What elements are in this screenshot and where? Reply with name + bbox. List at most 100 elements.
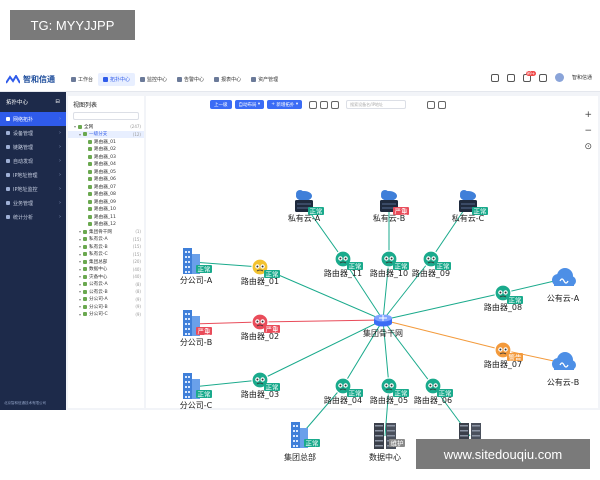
tree-row[interactable]: ▾数据中心(40) [68,266,144,274]
sidebar-item[interactable]: 网络拓扑› [0,112,66,126]
expand-icon[interactable]: ▾ [79,281,82,287]
tree-row[interactable]: ▾灾备中心(40) [68,273,144,281]
settings-icon[interactable] [427,100,436,109]
nav-tab[interactable]: 拓扑中心 [98,73,136,86]
tree-row[interactable]: 路由器_01 [68,138,144,146]
help-icon[interactable] [506,73,515,82]
link-line[interactable] [342,319,384,387]
sidebar-item[interactable]: 设备管理› [0,126,66,140]
tree-row[interactable]: 路由器_08 [68,191,144,199]
link-line[interactable] [191,379,261,388]
link-line[interactable] [382,319,390,387]
expand-icon[interactable]: ▾ [79,259,82,265]
expand-icon[interactable]: ▾ [79,274,82,280]
tree-row[interactable]: 路由器_10 [68,206,144,214]
fullscreen-icon[interactable] [438,100,447,109]
expand-icon[interactable]: ▾ [79,251,82,257]
expand-icon[interactable]: ▾ [74,124,77,130]
expand-icon[interactable]: ▾ [79,236,82,242]
tree-row[interactable]: ▾私有云-B(15) [68,243,144,251]
link-line[interactable] [382,319,434,387]
tree-row[interactable]: 路由器_02 [68,146,144,154]
sidebar-item[interactable]: 链路管理› [0,140,66,154]
expand-icon[interactable]: ▾ [79,289,82,295]
device-search-input[interactable]: 搜索设备名/IP地址 [346,100,407,109]
nav-tab[interactable]: 报表中心 [209,73,246,86]
zoom-reset-icon[interactable]: ⊙ [584,142,592,152]
zoom-out-icon[interactable]: − [584,126,592,136]
back-button[interactable]: 上一级 [210,100,232,109]
tree-row[interactable]: 路由器_07 [68,183,144,191]
topo-node-gb[interactable]: 公有云-B [547,352,579,387]
nav-tab[interactable]: 资产管理 [246,73,283,86]
refresh-icon[interactable] [309,100,318,109]
sidebar-item[interactable]: IP地址监控› [0,182,66,196]
link-line[interactable] [430,203,469,260]
tree-row[interactable]: 路由器_11 [68,213,144,221]
avatar[interactable] [554,73,564,82]
tree-row[interactable]: 路由器_05 [68,168,144,176]
sidebar-item[interactable]: 自动发现› [0,154,66,168]
link-line[interactable] [259,319,384,381]
nav-tab[interactable]: 告警中心 [172,73,209,86]
link-line[interactable] [191,261,261,268]
link-line[interactable] [259,319,384,323]
username[interactable]: 智和信通 [571,75,592,81]
tree-row[interactable]: ▾私有云-C(15) [68,251,144,259]
tree-row[interactable]: ▾分公司-A(9) [68,296,144,304]
tree-row[interactable]: ▾公有云-A(8) [68,281,144,289]
topo-node-ga[interactable]: 公有云-A [547,268,580,303]
tree-search-input[interactable] [73,112,139,120]
expand-icon[interactable]: ▾ [79,296,82,302]
expand-icon[interactable]: ▾ [79,131,82,137]
tree-row[interactable]: ▾一级分支(12) [68,130,144,138]
link-line[interactable] [259,266,384,321]
topo-node-core[interactable]: 集团骨干网 [363,314,403,339]
tree-row[interactable]: 路由器_04 [68,161,144,169]
nav-tab[interactable]: 监控中心 [135,73,172,86]
expand-icon[interactable]: ▾ [79,304,82,310]
export-icon[interactable] [331,100,340,109]
collapse-icon[interactable]: ⊟ [55,99,60,105]
link-line[interactable] [382,319,504,351]
tree-row[interactable]: ▾全网(247) [68,123,144,131]
tree-row[interactable]: ▾集团总部(20) [68,258,144,266]
lock-icon[interactable] [538,73,547,82]
save-icon[interactable] [320,100,329,109]
sidebar-item[interactable]: IP地址管理› [0,168,66,182]
link-line[interactable] [191,321,261,325]
sidebar-item[interactable]: 统计分析› [0,210,66,224]
link-line[interactable] [299,385,344,437]
expand-icon[interactable]: ▾ [79,266,82,272]
tree-row[interactable]: ▾集团骨干网(1) [68,228,144,236]
expand-icon[interactable]: ▾ [79,244,82,250]
nav-tab[interactable]: 工作台 [66,73,98,86]
zoom-in-icon[interactable]: + [584,110,592,120]
link-line[interactable] [382,258,390,321]
tree-row[interactable]: 路由器_03 [68,153,144,161]
tree-row[interactable]: 路由器_09 [68,198,144,206]
tree-row[interactable]: 路由器_12 [68,221,144,229]
tree-row[interactable]: 路由器_06 [68,176,144,184]
bell-icon[interactable]: 99+ [522,70,536,82]
link-line[interactable] [382,258,432,321]
link-line[interactable] [382,292,504,321]
tree-row[interactable]: ▾私有云-A(15) [68,236,144,244]
layout-button[interactable]: 自动布局 ▾ [234,100,265,109]
expand-icon[interactable]: ▾ [79,229,82,235]
